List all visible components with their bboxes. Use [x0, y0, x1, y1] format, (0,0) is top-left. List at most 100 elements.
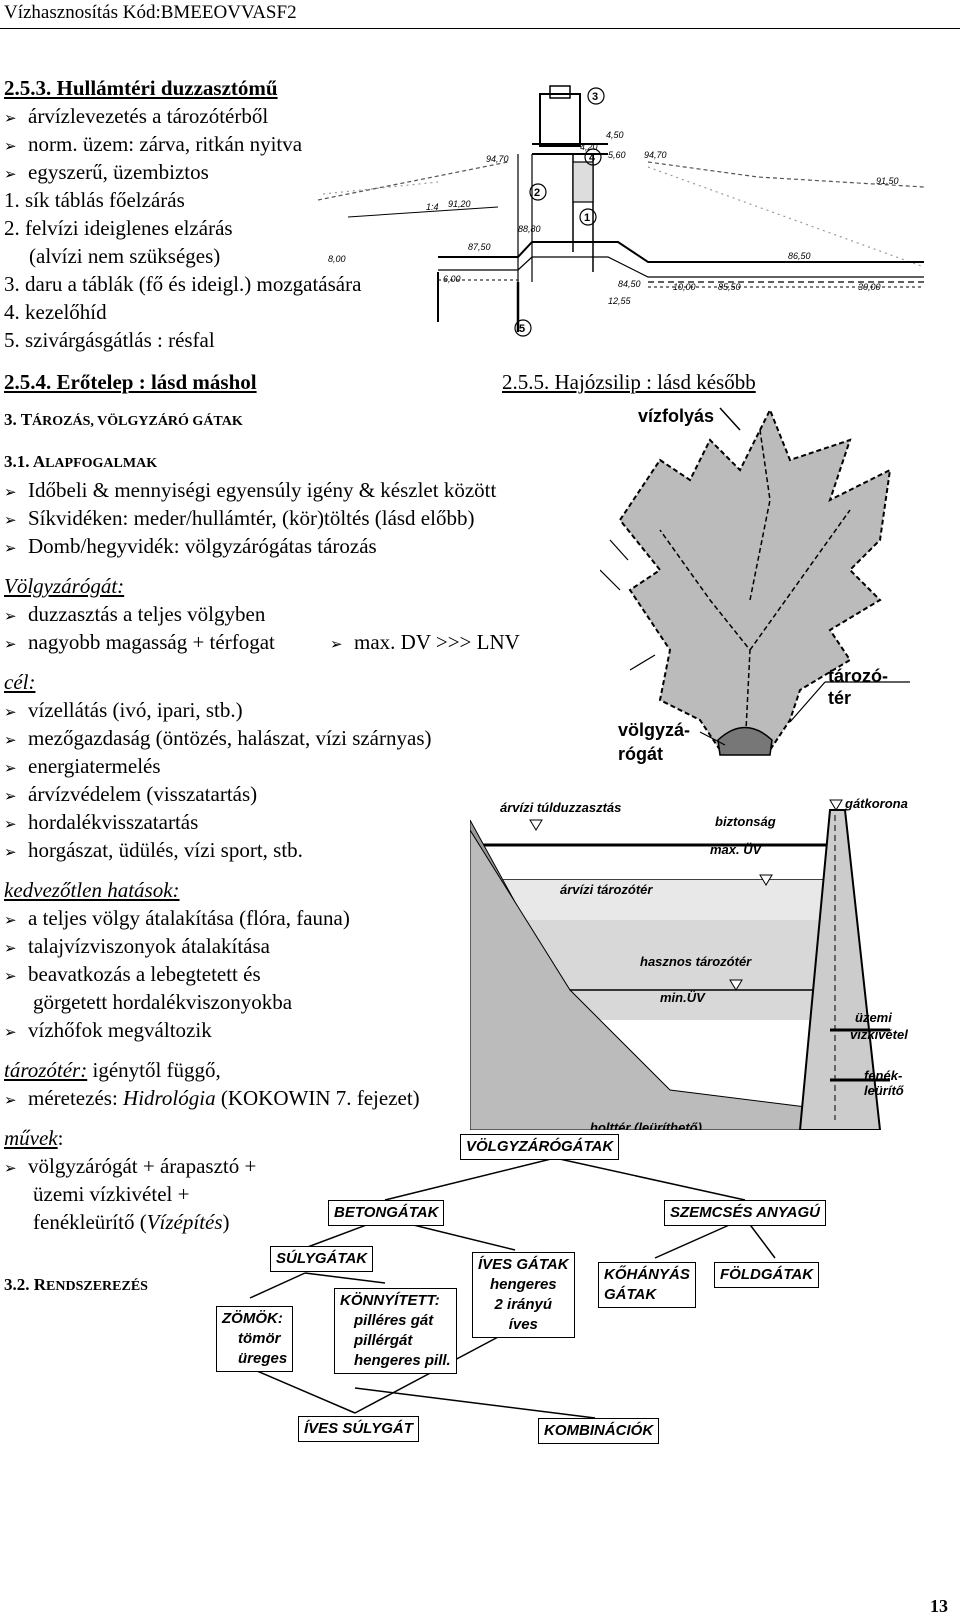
volgyzarogat-label-1: völgyzá-	[618, 720, 690, 740]
weir-dim: 8,00	[328, 254, 346, 264]
list-item: ➢vízellátás (ivó, ipari, stb.)	[4, 696, 243, 726]
numbered-item: (alvízi nem szükséges)	[29, 244, 221, 268]
weir-dim: 6,00	[443, 274, 461, 284]
list-item: ➢nagyobb magasság + térfogat	[4, 628, 275, 658]
arrow-bullet-icon: ➢	[4, 731, 17, 749]
weir-callout-1: 1	[584, 212, 590, 224]
list-item-continuation: üzemi vízkivétel +	[33, 1182, 190, 1206]
section-2-5-5-heading: 2.5.5. Hajózsilip : lásd később	[502, 370, 756, 394]
list-item: ➢árvízlevezetés a tározótérből	[4, 102, 268, 132]
tarozoter-label-2: tér	[828, 688, 851, 708]
list-item: ➢Domb/hegyvidék: völgyzárógátas tározás	[4, 532, 377, 562]
numbered-item: 2. felvízi ideiglenes elzárás	[4, 216, 233, 240]
list-item-continuation: görgetett hordalékviszonyokba	[33, 990, 293, 1014]
list-item: ➢beavatkozás a lebegtetett és	[4, 960, 261, 990]
arrow-bullet-icon: ➢	[4, 607, 17, 625]
cel-label: cél:	[4, 670, 36, 694]
numbered-item: 3. daru a táblák (fő és ideigl.) mozgatá…	[4, 272, 362, 296]
arrow-bullet-icon: ➢	[4, 165, 17, 183]
weir-callout-3: 3	[592, 91, 598, 103]
weir-dim: 4,20	[580, 142, 598, 152]
weir-dim: 94,70	[486, 154, 509, 164]
weir-dim: 30,00	[858, 282, 881, 292]
weir-callout-4: 4	[589, 152, 596, 164]
arrow-bullet-icon: ➢	[330, 635, 343, 653]
dam-label-min-uv: min.ÜV	[660, 990, 706, 1005]
arrow-bullet-icon: ➢	[4, 911, 17, 929]
section-3-heading: 3. TÁROZÁS, VÖLGYZÁRÓ GÁTAK	[4, 410, 243, 429]
weir-dim: 85,50	[718, 282, 741, 292]
dam-label-holter: holttér (leüríthető)	[590, 1120, 702, 1130]
vizfolyas-label: vízfolyás	[638, 406, 714, 426]
page-header: Vízhasznosítás Kód:BMEEOVVASF2	[4, 2, 297, 23]
weir-dim: 94,70	[644, 150, 667, 160]
weir-callout-2: 2	[534, 187, 540, 199]
list-item: ➢max. DV >>> LNV	[330, 628, 520, 658]
arrow-bullet-icon: ➢	[4, 483, 17, 501]
weir-dim: 87,50	[468, 242, 491, 252]
tree-node-ives-sulygat: ÍVES SÚLYGÁT	[298, 1416, 419, 1442]
tree-node-volgyzarogatak: VÖLGYZÁRÓGÁTAK	[460, 1134, 620, 1160]
weir-dim: 1:4	[426, 202, 439, 212]
list-item: ➢horgászat, üdülés, vízi sport, stb.	[4, 836, 303, 866]
weir-dim: 12,55	[608, 296, 632, 306]
list-item: ➢egyszerű, üzembiztos	[4, 158, 209, 188]
page-number: 13	[930, 1596, 948, 1616]
dam-cross-section-figure: árvízi túlduzzasztás gátkorona biztonság…	[470, 796, 908, 1130]
dam-label-fenek: fenék-	[864, 1068, 902, 1083]
list-item: ➢energiatermelés	[4, 752, 161, 782]
list-item: ➢norm. üzem: zárva, ritkán nyitva	[4, 130, 302, 160]
list-item: ➢méretezés: Hidrológia (KOKOWIN 7. fejez…	[4, 1084, 420, 1114]
dam-label-arvizi-tarozoter: árvízi tározótér	[560, 882, 653, 897]
arrow-bullet-icon: ➢	[4, 939, 17, 957]
tree-node-kombinaciok: KOMBINÁCIÓK	[538, 1418, 660, 1444]
arrow-bullet-icon: ➢	[4, 539, 17, 557]
list-item: ➢árvízvédelem (visszatartás)	[4, 780, 257, 810]
weir-dim: 5,60	[608, 150, 626, 160]
weir-dim: 88,80	[518, 224, 541, 234]
dam-label-gatkorona: gátkorona	[844, 796, 908, 811]
numbered-item: 4. kezelőhíd	[4, 300, 107, 324]
weir-dim: 86,50	[788, 251, 811, 261]
arrow-bullet-icon: ➢	[4, 787, 17, 805]
numbered-item: 1. sík táblás főelzárás	[4, 188, 185, 212]
dam-label-arvizi-tulduzzasztas: árvízi túlduzzasztás	[500, 800, 621, 815]
arrow-bullet-icon: ➢	[4, 511, 17, 529]
dam-label-biztonsag: biztonság	[715, 814, 776, 829]
tree-node-foldgatak: FÖLDGÁTAK	[714, 1262, 820, 1288]
arrow-bullet-icon: ➢	[4, 109, 17, 127]
section-3-1-heading: 3.1. ALAPFOGALMAK	[4, 452, 158, 471]
list-item: ➢a teljes völgy átalakítása (flóra, faun…	[4, 904, 350, 934]
list-item: ➢völgyzárógát + árapasztó +	[4, 1152, 256, 1182]
dam-label-uzemi: üzemi	[855, 1010, 892, 1025]
dam-label-leurito: leürítő	[864, 1083, 905, 1098]
weir-dim: 91,20	[448, 199, 471, 209]
arrow-bullet-icon: ➢	[4, 1159, 17, 1177]
tree-node-szemcses-anyagu: SZEMCSÉS ANYAGÚ	[664, 1200, 827, 1226]
weir-dim: 4,50	[606, 130, 624, 140]
arrow-bullet-icon: ➢	[4, 815, 17, 833]
weir-dim: 10,00	[673, 282, 696, 292]
list-item: ➢duzzasztás a teljes völgyben	[4, 600, 265, 630]
list-item: ➢mezőgazdaság (öntözés, halászat, vízi s…	[4, 724, 431, 754]
section-2-5-4-heading: 2.5.4. Erőtelep : lásd máshol	[4, 370, 257, 394]
section-2-5-3-heading: 2.5.3. Hullámtéri duzzasztómű	[4, 76, 278, 100]
arrow-bullet-icon: ➢	[4, 703, 17, 721]
volgyzarogat-label: Völgyzárógát:	[4, 574, 125, 598]
list-item: ➢talajvízviszonyok átalakítása	[4, 932, 270, 962]
dam-label-max-uv: max. ÜV	[710, 842, 763, 857]
arrow-bullet-icon: ➢	[4, 843, 17, 861]
list-item: ➢vízhőfok megváltozik	[4, 1016, 212, 1046]
list-item: ➢Síkvidéken: meder/hullámtér, (kör)tölté…	[4, 504, 474, 534]
arrow-bullet-icon: ➢	[4, 1023, 17, 1041]
tree-node-betongatak: BETONGÁTAK	[328, 1200, 445, 1226]
list-item-continuation: fenékleürítő (Vízépítés)	[33, 1210, 230, 1234]
arrow-bullet-icon: ➢	[4, 759, 17, 777]
dam-label-vizkivetel: vízkivétel	[850, 1027, 908, 1042]
list-item: ➢Időbeli & mennyiségi egyensúly igény & …	[4, 476, 496, 506]
numbered-item: 5. szivárgásgátlás : résfal	[4, 328, 215, 352]
list-item: ➢hordalékvisszatartás	[4, 808, 198, 838]
